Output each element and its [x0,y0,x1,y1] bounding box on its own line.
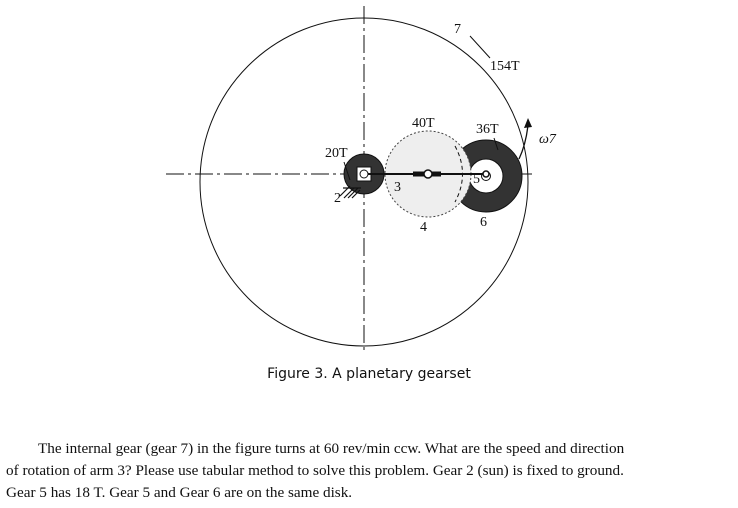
arm3-number-label: 3 [394,180,401,195]
ground-hatch [339,185,361,199]
gear2-teeth-label: 20T [325,146,348,161]
gear4-number-label: 4 [420,220,427,235]
omega7-arrow [518,118,532,160]
problem-line: of rotation of arm 3? Please use tabular… [6,460,734,482]
arm3 [368,169,490,179]
gear6-teeth-label: 36T [476,122,499,137]
problem-line-1: The internal gear (gear 7) in the figure… [38,440,625,457]
problem-line-3: Gear 5 has 18 T. Gear 5 and Gear 6 are o… [6,484,353,501]
problem-line: The internal gear (gear 7) in the figure… [6,438,734,460]
figure-caption: Figure 3. A planetary gearset [267,366,471,382]
problem-line-2: of rotation of arm 3? Please use tabular… [6,462,624,479]
problem-line: Gear 5 has 18 T. Gear 5 and Gear 6 are o… [6,482,734,504]
gear2-number-label: 2 [334,191,341,206]
planetary-gearset-diagram: 7 154T 40T 36T 20T ω7 2 3 4 5 6 [166,6,557,350]
gear7-number-label: 7 [454,22,461,37]
gear7-ring [199,17,529,347]
gear6-leader [493,137,499,151]
gear2-bore [359,169,369,179]
gear2-leader [343,161,351,181]
problem-statement: The internal gear (gear 7) in the figure… [6,438,734,504]
omega7-label: ω7 [539,132,557,147]
gear6-number-label: 6 [480,215,487,230]
gear5-number-label: 5 [473,172,480,187]
gear4-teeth-label: 40T [412,116,435,131]
gear7-leader [469,35,491,59]
gear7-teeth-label: 154T [490,59,520,74]
